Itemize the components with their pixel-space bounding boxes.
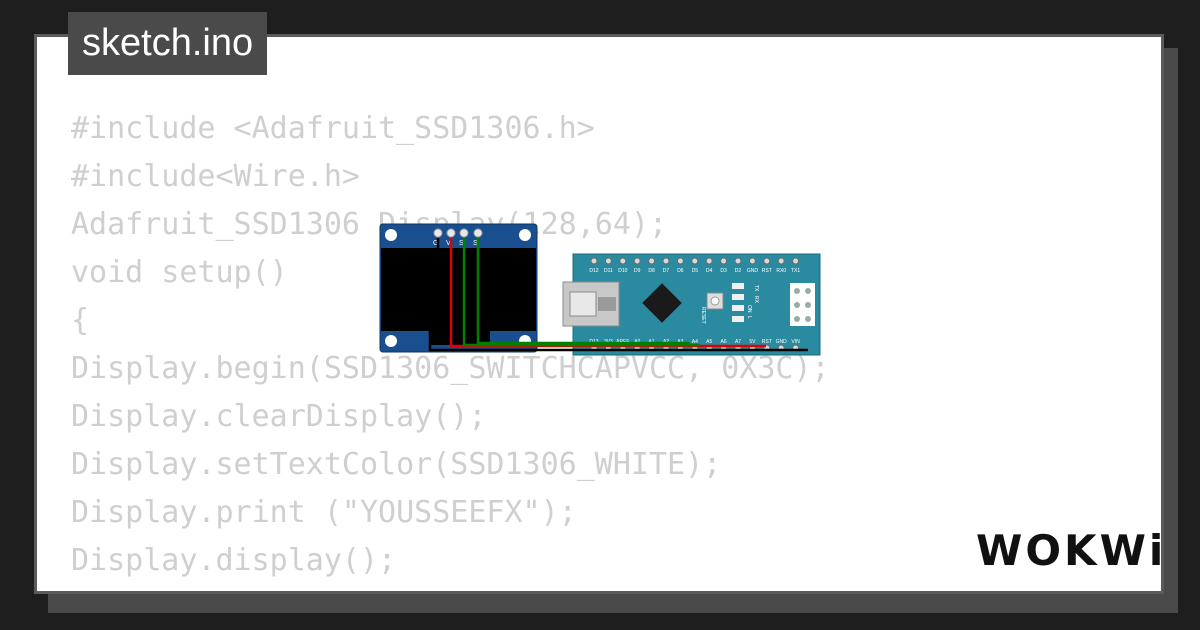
nano-pin-label: D11: [604, 268, 613, 274]
nano-pin-label: D8: [648, 268, 655, 274]
wire-scl: [462, 238, 700, 347]
svg-text:TX: TX: [753, 285, 759, 292]
oled-pin-label: S: [459, 240, 464, 247]
nano-pin-label: A5: [706, 339, 712, 345]
nano-pin-label: D7: [663, 268, 670, 274]
file-tab-sketch[interactable]: sketch.ino: [68, 12, 268, 75]
mount-hole-icon: [385, 335, 397, 347]
code-line: #include <Adafruit_SSD1306.h>: [71, 111, 595, 146]
nano-pin[interactable]: [604, 257, 612, 265]
nano-pin[interactable]: [619, 257, 627, 265]
nano-pin-label: 5V: [749, 339, 756, 345]
wires: [428, 238, 808, 352]
nano-pin-label: TX1: [791, 268, 800, 274]
oled-display-module[interactable]: G V S S: [379, 223, 538, 353]
nano-pin[interactable]: [748, 257, 756, 265]
oled-pin-header: G V S S: [433, 228, 483, 247]
nano-pin-label: D12: [589, 268, 598, 274]
svg-text:ON: ON: [746, 305, 752, 313]
nano-pin-label: VIN: [791, 339, 800, 345]
code-line: Display.begin(SSD1306_SWITCHCAPVCC, 0X3C…: [71, 351, 830, 386]
nano-pin-label: D3: [720, 268, 727, 274]
nano-pin-label: RST: [762, 268, 772, 274]
nano-pin-label: RX0: [776, 268, 786, 274]
nano-pin[interactable]: [691, 257, 699, 265]
nano-pin-label: D4: [706, 268, 713, 274]
oled-pin-label: S: [473, 240, 478, 247]
nano-pin[interactable]: [734, 257, 742, 265]
code-line: {: [71, 303, 90, 338]
nano-pin-label: D9: [634, 268, 641, 274]
wokwi-logo: WOKWi: [976, 526, 1167, 575]
code-line: #include<Wire.h>: [71, 159, 360, 194]
nano-pin-label: A4: [692, 339, 698, 345]
status-leds: TX RX ON L: [732, 283, 759, 322]
arduino-nano-board[interactable]: RESET TX RX ON L D12 D11 D10 D9 D8 D7 D6 D5 D4 D3…: [562, 253, 821, 356]
icsp-header: [790, 283, 815, 326]
mount-hole-icon: [519, 229, 531, 241]
code-line: Display.print ("YOUSSEEFX");: [71, 495, 577, 530]
nano-pin-label: RST: [762, 339, 772, 345]
nano-pin[interactable]: [662, 257, 670, 265]
nano-pin[interactable]: [633, 257, 641, 265]
nano-pin[interactable]: [676, 257, 684, 265]
nano-pin[interactable]: [777, 257, 785, 265]
code-line: void setup(): [71, 255, 288, 290]
nano-pin-label: GND: [776, 339, 788, 345]
code-block: #include <Adafruit_SSD1306.h> #include<Wi…: [71, 105, 830, 591]
oled-pin-label: G: [433, 240, 438, 247]
nano-pin-label: D2: [735, 268, 742, 274]
nano-pin-label: D6: [677, 268, 684, 274]
nano-pin[interactable]: [792, 257, 800, 265]
nano-pin[interactable]: [648, 257, 656, 265]
oled-screen: [381, 248, 536, 331]
svg-text:L: L: [746, 316, 752, 319]
nano-pin[interactable]: [720, 257, 728, 265]
oled-pin-label: V: [446, 240, 451, 247]
nano-pin-label: A6: [721, 339, 727, 345]
reset-label: RESET: [700, 307, 706, 324]
nano-pin-label: D5: [692, 268, 699, 274]
mount-hole-icon: [385, 229, 397, 241]
code-line: Display.display();: [71, 543, 397, 578]
code-line: Display.clearDisplay();: [71, 399, 487, 434]
wire-sda: [476, 238, 690, 345]
usb-connector-icon: [562, 281, 620, 327]
svg-text:RX: RX: [753, 296, 759, 304]
wire-gnd: [428, 238, 808, 352]
nano-pin-label: A7: [735, 339, 741, 345]
nano-pin-label: D10: [618, 268, 627, 274]
nano-pin[interactable]: [763, 257, 771, 265]
nano-pin[interactable]: [590, 257, 598, 265]
mcu-chip-icon: [642, 283, 682, 323]
nano-pin-label: GND: [747, 268, 759, 274]
code-line: Display.setTextColor(SSD1306_WHITE);: [71, 447, 722, 482]
nano-pin[interactable]: [705, 257, 713, 265]
